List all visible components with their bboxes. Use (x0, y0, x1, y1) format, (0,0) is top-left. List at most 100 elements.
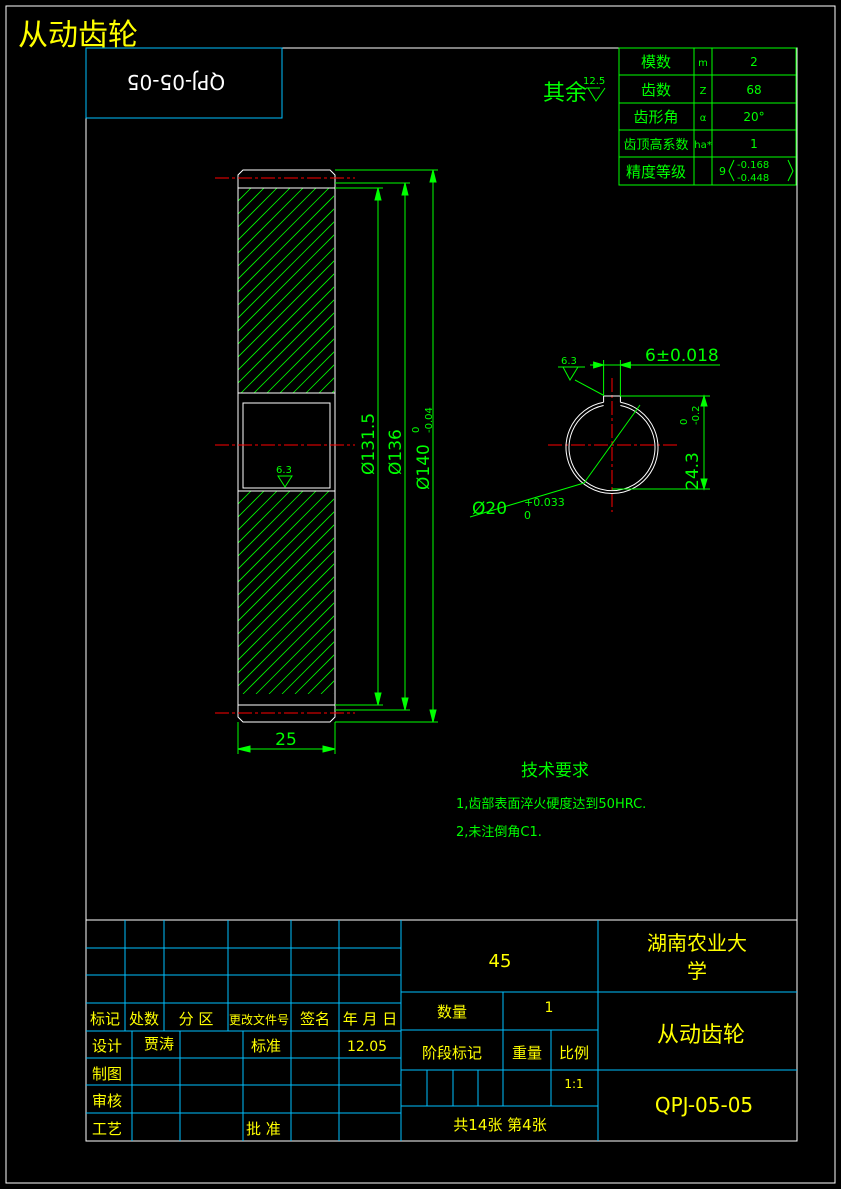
hatch-line (477, 491, 680, 694)
date-value: 12.05 (347, 1039, 387, 1055)
hatch-line (529, 491, 732, 694)
param-value: 20° (743, 110, 764, 124)
hatch-line (240, 299, 334, 393)
bore-roughness-value: 6.3 (276, 465, 292, 476)
gear-section-view: 6.3 (215, 169, 732, 723)
draw-label: 制图 (92, 1065, 122, 1083)
hatch-line (345, 188, 550, 393)
hatch-line (238, 491, 291, 544)
bore-circle-inner (568, 405, 656, 492)
material-value: 45 (489, 951, 512, 972)
hatch-bottom (238, 491, 732, 694)
hatch-line (318, 377, 334, 393)
hatch-line (373, 491, 576, 694)
revision-header-cell: 更改文件号 (229, 1012, 289, 1027)
dim-d3-tol-upper: 0 (411, 427, 422, 433)
hatch-line (238, 491, 317, 570)
hatch-line (331, 390, 334, 393)
width-dimension (237, 722, 336, 754)
hatch-line (238, 576, 334, 674)
param-value: 9 (719, 165, 726, 178)
hatch-line (490, 491, 693, 694)
hatch-line (238, 491, 265, 518)
dim-bore-tol-lower: 0 (524, 509, 531, 522)
hatch-line (255, 615, 334, 694)
mirrored-code-box (85, 47, 283, 119)
param-label: 齿数 (641, 81, 671, 99)
param-tol-lower: -0.448 (737, 173, 769, 184)
weight-label: 重量 (512, 1044, 542, 1062)
hatch-line (423, 188, 628, 393)
roughness-note: 其余 12.5 (543, 76, 606, 106)
hatch-line (294, 654, 334, 694)
param-value: 68 (746, 83, 761, 97)
hatch-line (238, 491, 239, 492)
sheet-count: 共14张 第4张 (453, 1116, 546, 1134)
dim-width: 25 (275, 730, 297, 750)
hatch-line (238, 550, 334, 648)
tech-req-item: 2,未注倒角C1. (456, 825, 542, 840)
hatch-line (238, 208, 334, 306)
mirrored-code: QPJ-05-05 (127, 70, 225, 94)
hatch-line (238, 491, 304, 557)
hatch-line (238, 188, 239, 189)
revision-header-cell: 年 月 日 (343, 1010, 398, 1028)
dim-key-depth: 24.3 (683, 452, 703, 490)
hatch-line (238, 234, 334, 332)
hatch-line (305, 364, 334, 393)
scale-value: 1:1 (564, 1077, 583, 1091)
hatch-line (399, 491, 602, 694)
drawing-number: QPJ-05-05 (655, 1093, 753, 1117)
dim-d2: Ø136 (386, 429, 406, 475)
dim-d3: Ø140 (414, 444, 434, 490)
hatch-line (238, 589, 334, 687)
hatch-line (333, 693, 334, 694)
hatch-line (238, 498, 334, 596)
tech-req-item: 1,齿部表面淬火硬度达到50HRC. (456, 796, 646, 812)
hatch-line (464, 491, 667, 694)
hatch-line (238, 511, 334, 609)
hatch-line (238, 188, 265, 215)
scale-label: 比例 (559, 1044, 589, 1062)
hatch-line (449, 188, 654, 393)
hatch-line (410, 188, 615, 393)
hatch-line (358, 188, 563, 393)
hatch-line (238, 563, 334, 661)
roughness-default-value: 12.5 (583, 76, 605, 87)
hatch-line (238, 195, 334, 293)
keyway-view (548, 378, 680, 512)
drawing-title: 从动齿轮 (18, 18, 138, 53)
dim-key-depth-tol-lower: -0.2 (691, 405, 702, 425)
revision-header-cell: 标记 (90, 1010, 120, 1028)
param-label: 齿形角 (633, 108, 678, 126)
tech-req-title: 技术要求 (521, 761, 589, 781)
hatch-line (238, 188, 330, 280)
approve-label: 批 准 (246, 1120, 281, 1138)
title-block: 标记处数分 区更改文件号签名年 月 日 设计 贾涛 标准 12.05 制图 审核… (85, 919, 798, 1142)
hatch-line (371, 188, 576, 393)
hatch-line (238, 188, 304, 254)
param-label: 精度等级 (626, 163, 686, 181)
dim-key-depth-tol-upper: 0 (679, 419, 690, 425)
hatch-line (266, 325, 334, 393)
hatch-line (516, 491, 719, 694)
hatch-line (320, 680, 334, 694)
dim-bore-tol-upper: +0.033 (524, 496, 565, 509)
dim-bore: Ø20 (472, 499, 507, 519)
hatch-line (307, 667, 334, 694)
keyway-roughness-value: 6.3 (561, 356, 577, 367)
hatch-line (242, 602, 334, 694)
hatch-top (238, 188, 654, 393)
hatch-line (238, 524, 334, 622)
hatch-line (238, 491, 330, 583)
check-label: 审核 (92, 1092, 122, 1110)
dim-d1: Ø131.5 (359, 413, 379, 475)
hatch-line (281, 641, 334, 694)
param-tol-upper: -0.168 (737, 160, 769, 171)
hatch-line (438, 491, 641, 694)
gear-outline (237, 169, 336, 723)
bore-roughness-icon (277, 475, 293, 488)
param-value: 2 (750, 55, 758, 69)
hatch-line (503, 491, 706, 694)
